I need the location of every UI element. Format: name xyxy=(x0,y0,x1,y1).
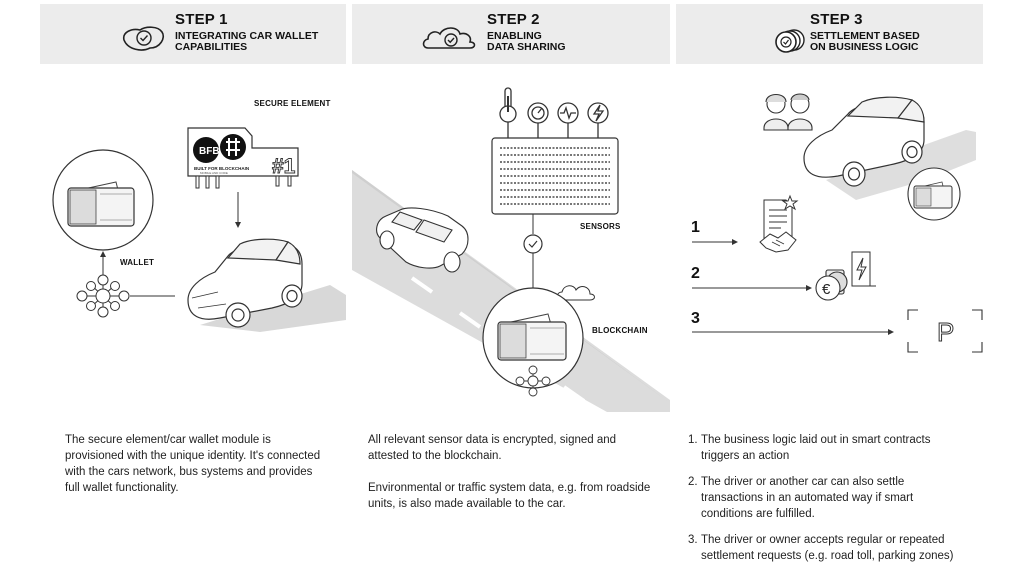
secure-element-chip: BFB BUILT FOR BLOCKCHAIN MOBILE AND CODE… xyxy=(187,127,299,189)
step2-illustration xyxy=(352,87,670,412)
step3-header xyxy=(676,4,983,64)
label-blockchain: BLOCKCHAIN xyxy=(592,326,648,335)
step3-number-1: 1 xyxy=(691,219,700,236)
people-icon xyxy=(763,93,813,131)
gauge-icon xyxy=(527,102,549,138)
step3-number-3: 3 xyxy=(691,310,700,327)
lightning-icon xyxy=(587,102,609,138)
wallet-circle xyxy=(52,149,154,251)
label-sensors: SENSORS xyxy=(580,222,621,231)
chip-mark: #1 xyxy=(272,155,296,178)
list-item-text: The driver or another car can also settl… xyxy=(701,476,914,520)
list-item-number: 1. xyxy=(688,434,698,446)
step2-header xyxy=(352,4,670,64)
shield-check-icon xyxy=(122,26,165,51)
car-step2 xyxy=(376,207,469,273)
pulse-icon xyxy=(557,102,579,138)
list-item-text: The driver or owner accepts regular or r… xyxy=(701,534,954,562)
step3-illustration: € P xyxy=(692,93,983,353)
network-node-small xyxy=(515,365,551,397)
step1-subtitle: INTEGRATING CAR WALLET CAPABILITIES xyxy=(175,30,319,53)
label-wallet: WALLET xyxy=(120,258,155,267)
list-item-text: The business logic laid out in smart con… xyxy=(701,434,931,462)
list-item: 1. The business logic laid out in smart … xyxy=(688,432,964,464)
network-node xyxy=(76,274,130,318)
list-item: 2. The driver or another car can also se… xyxy=(688,474,964,522)
parking-letter: P xyxy=(937,317,954,347)
step3-subtitle: SETTLEMENT BASED ON BUSINESS LOGIC xyxy=(810,30,920,53)
cloud-icon xyxy=(556,285,595,301)
blockchain-circle xyxy=(482,287,584,389)
thermometer-icon xyxy=(499,87,517,138)
car-step1 xyxy=(187,238,303,328)
wallet-small-circle xyxy=(907,167,961,221)
step3-title: STEP 3 xyxy=(810,11,863,28)
parking-icon xyxy=(907,309,983,353)
list-item-number: 2. xyxy=(688,476,698,488)
step1-description: The secure element/car wallet module is … xyxy=(65,434,321,494)
charging-station-icon xyxy=(851,251,876,287)
step2-subtitle: ENABLING DATA SHARING xyxy=(487,30,566,53)
list-item-number: 3. xyxy=(688,534,698,546)
label-secure-element: SECURE ELEMENT xyxy=(254,99,331,108)
step2-paragraph-2: Environmental or traffic system data, e.… xyxy=(368,482,651,510)
step2-title: STEP 2 xyxy=(487,11,540,28)
step3-description-list: 1. The business logic laid out in smart … xyxy=(688,432,964,574)
cloud-check-icon xyxy=(422,27,476,49)
sensor-board xyxy=(491,137,619,215)
step2-paragraph-1: All relevant sensor data is encrypted, s… xyxy=(368,434,617,462)
step3-number-2: 2 xyxy=(691,265,700,282)
step1-header xyxy=(40,4,346,64)
handshake-icon xyxy=(759,194,799,253)
check-icon xyxy=(523,234,543,254)
chip-logo: BFB xyxy=(199,146,220,157)
coin-stack-icon xyxy=(775,29,805,53)
list-item: 3. The driver or owner accepts regular o… xyxy=(688,532,964,564)
euro-coin-icon: € xyxy=(815,269,848,301)
chip-text-2: MOBILE AND CODE xyxy=(200,171,228,175)
step1-illustration: BFB BUILT FOR BLOCKCHAIN MOBILE AND CODE… xyxy=(52,127,346,332)
chip-text-1: BUILT FOR BLOCKCHAIN xyxy=(194,166,249,171)
step2-description: All relevant sensor data is encrypted, s… xyxy=(368,432,652,528)
euro-symbol: € xyxy=(822,281,831,298)
car-step3 xyxy=(803,96,925,187)
step1-title: STEP 1 xyxy=(175,11,228,28)
